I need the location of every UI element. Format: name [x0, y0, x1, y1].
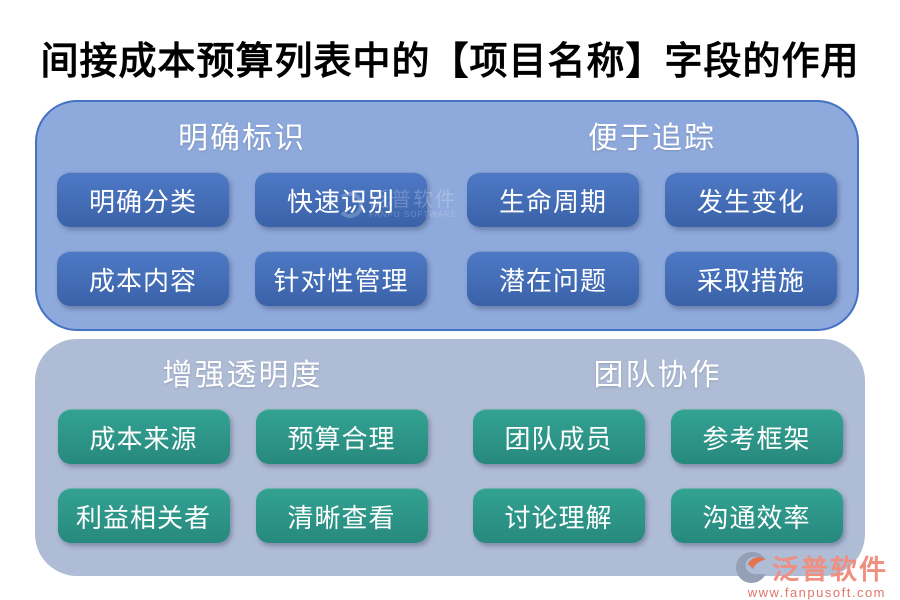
section-easy-tracking: 便于追踪 生命周期 发生变化 潜在问题 采取措施: [447, 102, 857, 329]
fanpu-logo-icon: [736, 552, 766, 583]
section-clear-identification: 明确标识 明确分类 快速识别 成本内容 针对性管理: [37, 102, 447, 329]
brand-row: 泛普软件: [735, 548, 888, 587]
panel-identification-tracking: 明确标识 明确分类 快速识别 成本内容 针对性管理 便于追踪 生命周期 发生变化…: [35, 100, 859, 331]
tag-box: 沟通效率: [670, 488, 843, 543]
brand-url: www.fanpusoft.com: [747, 585, 886, 600]
tag-grid: 生命周期 发生变化 潜在问题 采取措施: [467, 172, 837, 306]
brand-name: 泛普软件: [772, 555, 888, 585]
tag-box: 快速识别: [255, 172, 427, 227]
tag-box: 预算合理: [255, 409, 428, 464]
tag-box: 针对性管理: [255, 251, 427, 306]
page-title: 间接成本预算列表中的【项目名称】字段的作用: [40, 41, 860, 83]
tag-box: 成本来源: [57, 409, 230, 464]
panel-transparency-collaboration: 增强透明度 成本来源 预算合理 利益相关者 清晰查看 团队协作 团队成员 参考框…: [35, 339, 865, 576]
tag-box: 参考框架: [670, 409, 843, 464]
tag-box: 明确分类: [57, 172, 229, 227]
tag-grid: 明确分类 快速识别 成本内容 针对性管理: [57, 172, 427, 306]
brand-logo: 泛普软件 www.fanpusoft.com: [735, 548, 888, 600]
section-header: 增强透明度: [162, 359, 323, 392]
tag-grid: 团队成员 参考框架 讨论理解 沟通效率: [472, 409, 843, 543]
tag-box: 团队成员: [472, 409, 645, 464]
tag-box: 讨论理解: [472, 488, 645, 543]
section-enhanced-transparency: 增强透明度 成本来源 预算合理 利益相关者 清晰查看: [35, 339, 450, 576]
section-header: 团队协作: [593, 359, 722, 392]
tag-box: 采取措施: [665, 251, 837, 306]
tag-box: 潜在问题: [467, 251, 639, 306]
tag-box: 成本内容: [57, 251, 229, 306]
section-header: 便于追踪: [588, 122, 716, 155]
tag-box: 清晰查看: [255, 488, 428, 543]
tag-grid: 成本来源 预算合理 利益相关者 清晰查看: [57, 409, 428, 543]
tag-box: 生命周期: [467, 172, 639, 227]
tag-box: 利益相关者: [57, 488, 230, 543]
section-header: 明确标识: [178, 122, 306, 155]
section-team-collaboration: 团队协作 团队成员 参考框架 讨论理解 沟通效率: [450, 339, 865, 576]
tag-box: 发生变化: [665, 172, 837, 227]
